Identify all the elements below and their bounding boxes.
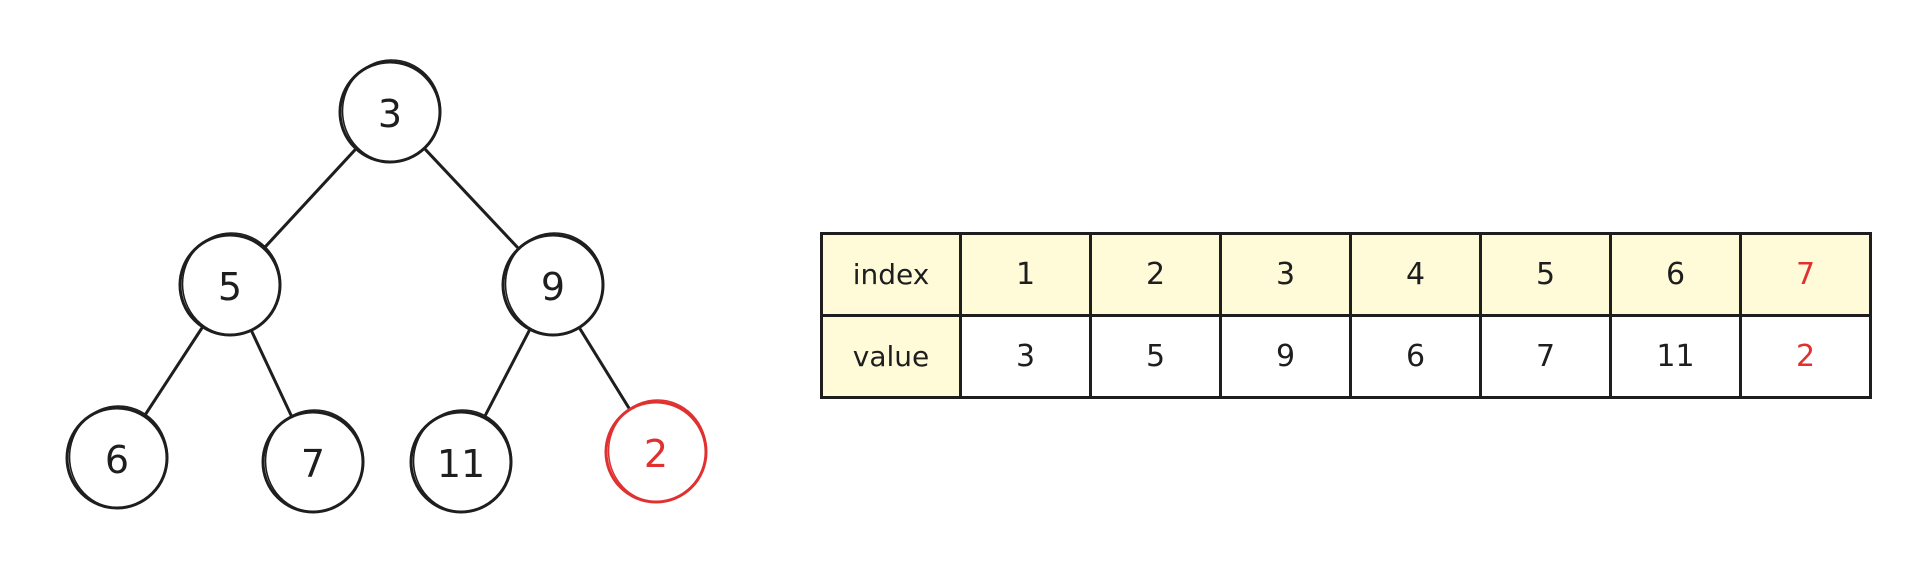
tree-node-outline — [264, 409, 365, 513]
tree-edge — [483, 329, 531, 418]
index-cell: 7 — [1739, 232, 1872, 317]
tree-node-value: 5 — [218, 265, 242, 309]
tree-node: 3 — [338, 59, 442, 164]
value-cell: 3 — [959, 314, 1092, 399]
tree-node-outline — [68, 405, 169, 509]
tree-node-outline — [504, 232, 605, 336]
tree-node-value: 11 — [437, 442, 485, 486]
value-cell: 9 — [1219, 314, 1352, 399]
index-header: index — [820, 232, 962, 317]
tree-node-outline — [607, 399, 708, 503]
value-cell: 7 — [1479, 314, 1612, 399]
index-cell: 6 — [1609, 232, 1742, 317]
tree-node: 7 — [261, 409, 365, 514]
tree-node: 2 — [604, 399, 708, 504]
value-cell: 6 — [1349, 314, 1482, 399]
tree-node-value: 9 — [541, 265, 565, 309]
tree-node: 11 — [409, 409, 513, 514]
tree-edge — [424, 148, 519, 249]
tree-edge — [263, 148, 357, 249]
index-row: index 1 2 3 4 5 6 7 — [820, 232, 1872, 317]
index-cell: 1 — [959, 232, 1092, 317]
value-cell: 5 — [1089, 314, 1222, 399]
tree-node-outline — [341, 59, 442, 163]
index-cell: 4 — [1349, 232, 1482, 317]
tree-node-outline — [412, 409, 513, 513]
tree-nodes: 3 5 9 6 7 11 2 — [65, 59, 708, 514]
value-cell: 2 — [1739, 314, 1872, 399]
tree-node-outline — [181, 232, 282, 336]
binary-heap-tree: 3 5 9 6 7 11 2 — [65, 59, 708, 514]
value-header: value — [820, 314, 962, 399]
tree-edge — [578, 327, 631, 410]
value-cell: 11 — [1609, 314, 1742, 399]
tree-node-value: 6 — [105, 438, 129, 482]
tree-edge — [250, 330, 293, 417]
index-cell: 3 — [1219, 232, 1352, 317]
tree-node: 6 — [65, 405, 169, 510]
tree-node: 9 — [501, 232, 605, 337]
heap-array-table: index 1 2 3 4 5 6 7 value 3 5 9 6 7 11 2 — [820, 232, 1872, 399]
tree-node-value: 3 — [378, 92, 402, 136]
value-row: value 3 5 9 6 7 11 2 — [820, 314, 1872, 399]
tree-node: 5 — [178, 232, 282, 337]
tree-edges — [143, 148, 631, 418]
tree-edge — [143, 327, 204, 416]
index-cell: 2 — [1089, 232, 1222, 317]
tree-node-value: 7 — [301, 442, 325, 486]
index-cell: 5 — [1479, 232, 1612, 317]
tree-node-value: 2 — [644, 432, 668, 476]
